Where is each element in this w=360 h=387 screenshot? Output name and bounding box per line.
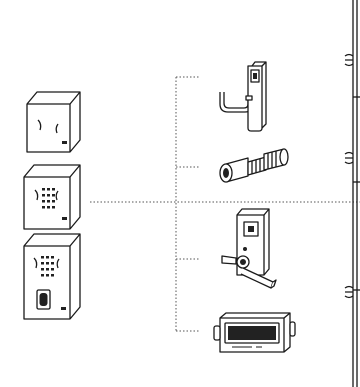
reader-keypad-icon xyxy=(24,165,80,229)
electronic-cylinder-icon xyxy=(220,149,288,182)
reader-basic-icon xyxy=(27,92,80,152)
lever-handle-lock-icon xyxy=(220,62,266,131)
controller-unit-icon xyxy=(214,313,295,352)
reader-keypad-fingerprint-icon xyxy=(24,234,80,319)
edge-panel xyxy=(345,0,360,387)
connector-lines xyxy=(90,77,360,331)
mortise-lever-lock-icon xyxy=(222,209,276,288)
